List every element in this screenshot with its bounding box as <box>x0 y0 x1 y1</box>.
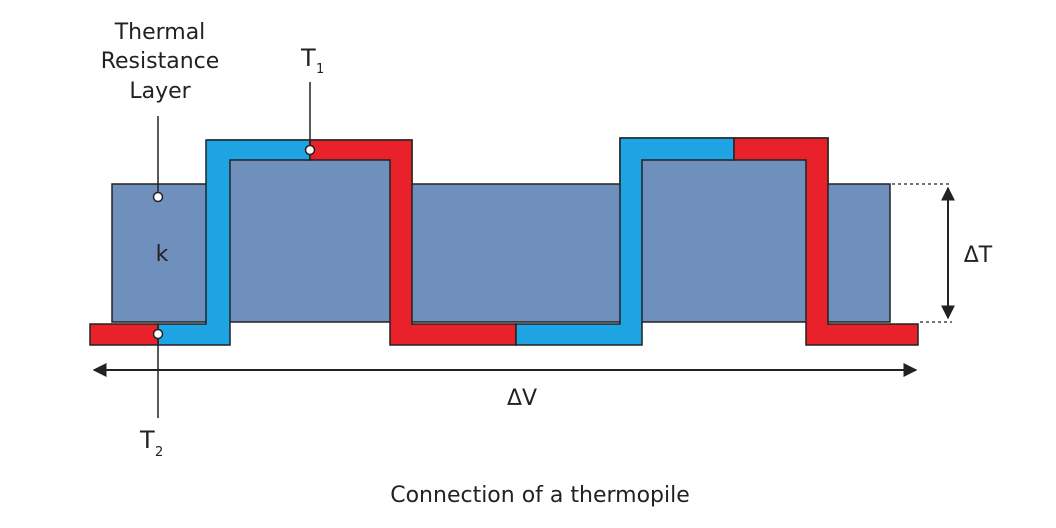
thermal-layer-label-line3: Layer <box>129 79 191 104</box>
t1-junction <box>304 144 316 156</box>
thermal-layer-label-line2: Resistance <box>101 49 220 74</box>
caption: Connection of a thermopile <box>390 483 690 508</box>
conductor-red-lead-left <box>89 323 159 346</box>
conductor-red-segment-2 <box>733 137 919 346</box>
delta-t-label: ΔT <box>964 243 993 268</box>
t2-label: T <box>139 426 155 454</box>
conductivity-label: k <box>156 242 169 267</box>
delta-v-label: ΔV <box>507 386 537 411</box>
thermal-layer-label-line1: Thermal <box>114 20 206 45</box>
t1-subscript: 1 <box>316 62 324 77</box>
t2-junction <box>152 328 164 340</box>
t2-subscript: 2 <box>155 445 163 460</box>
t1-label: T <box>300 44 316 72</box>
thermal-layer-point <box>152 191 164 203</box>
